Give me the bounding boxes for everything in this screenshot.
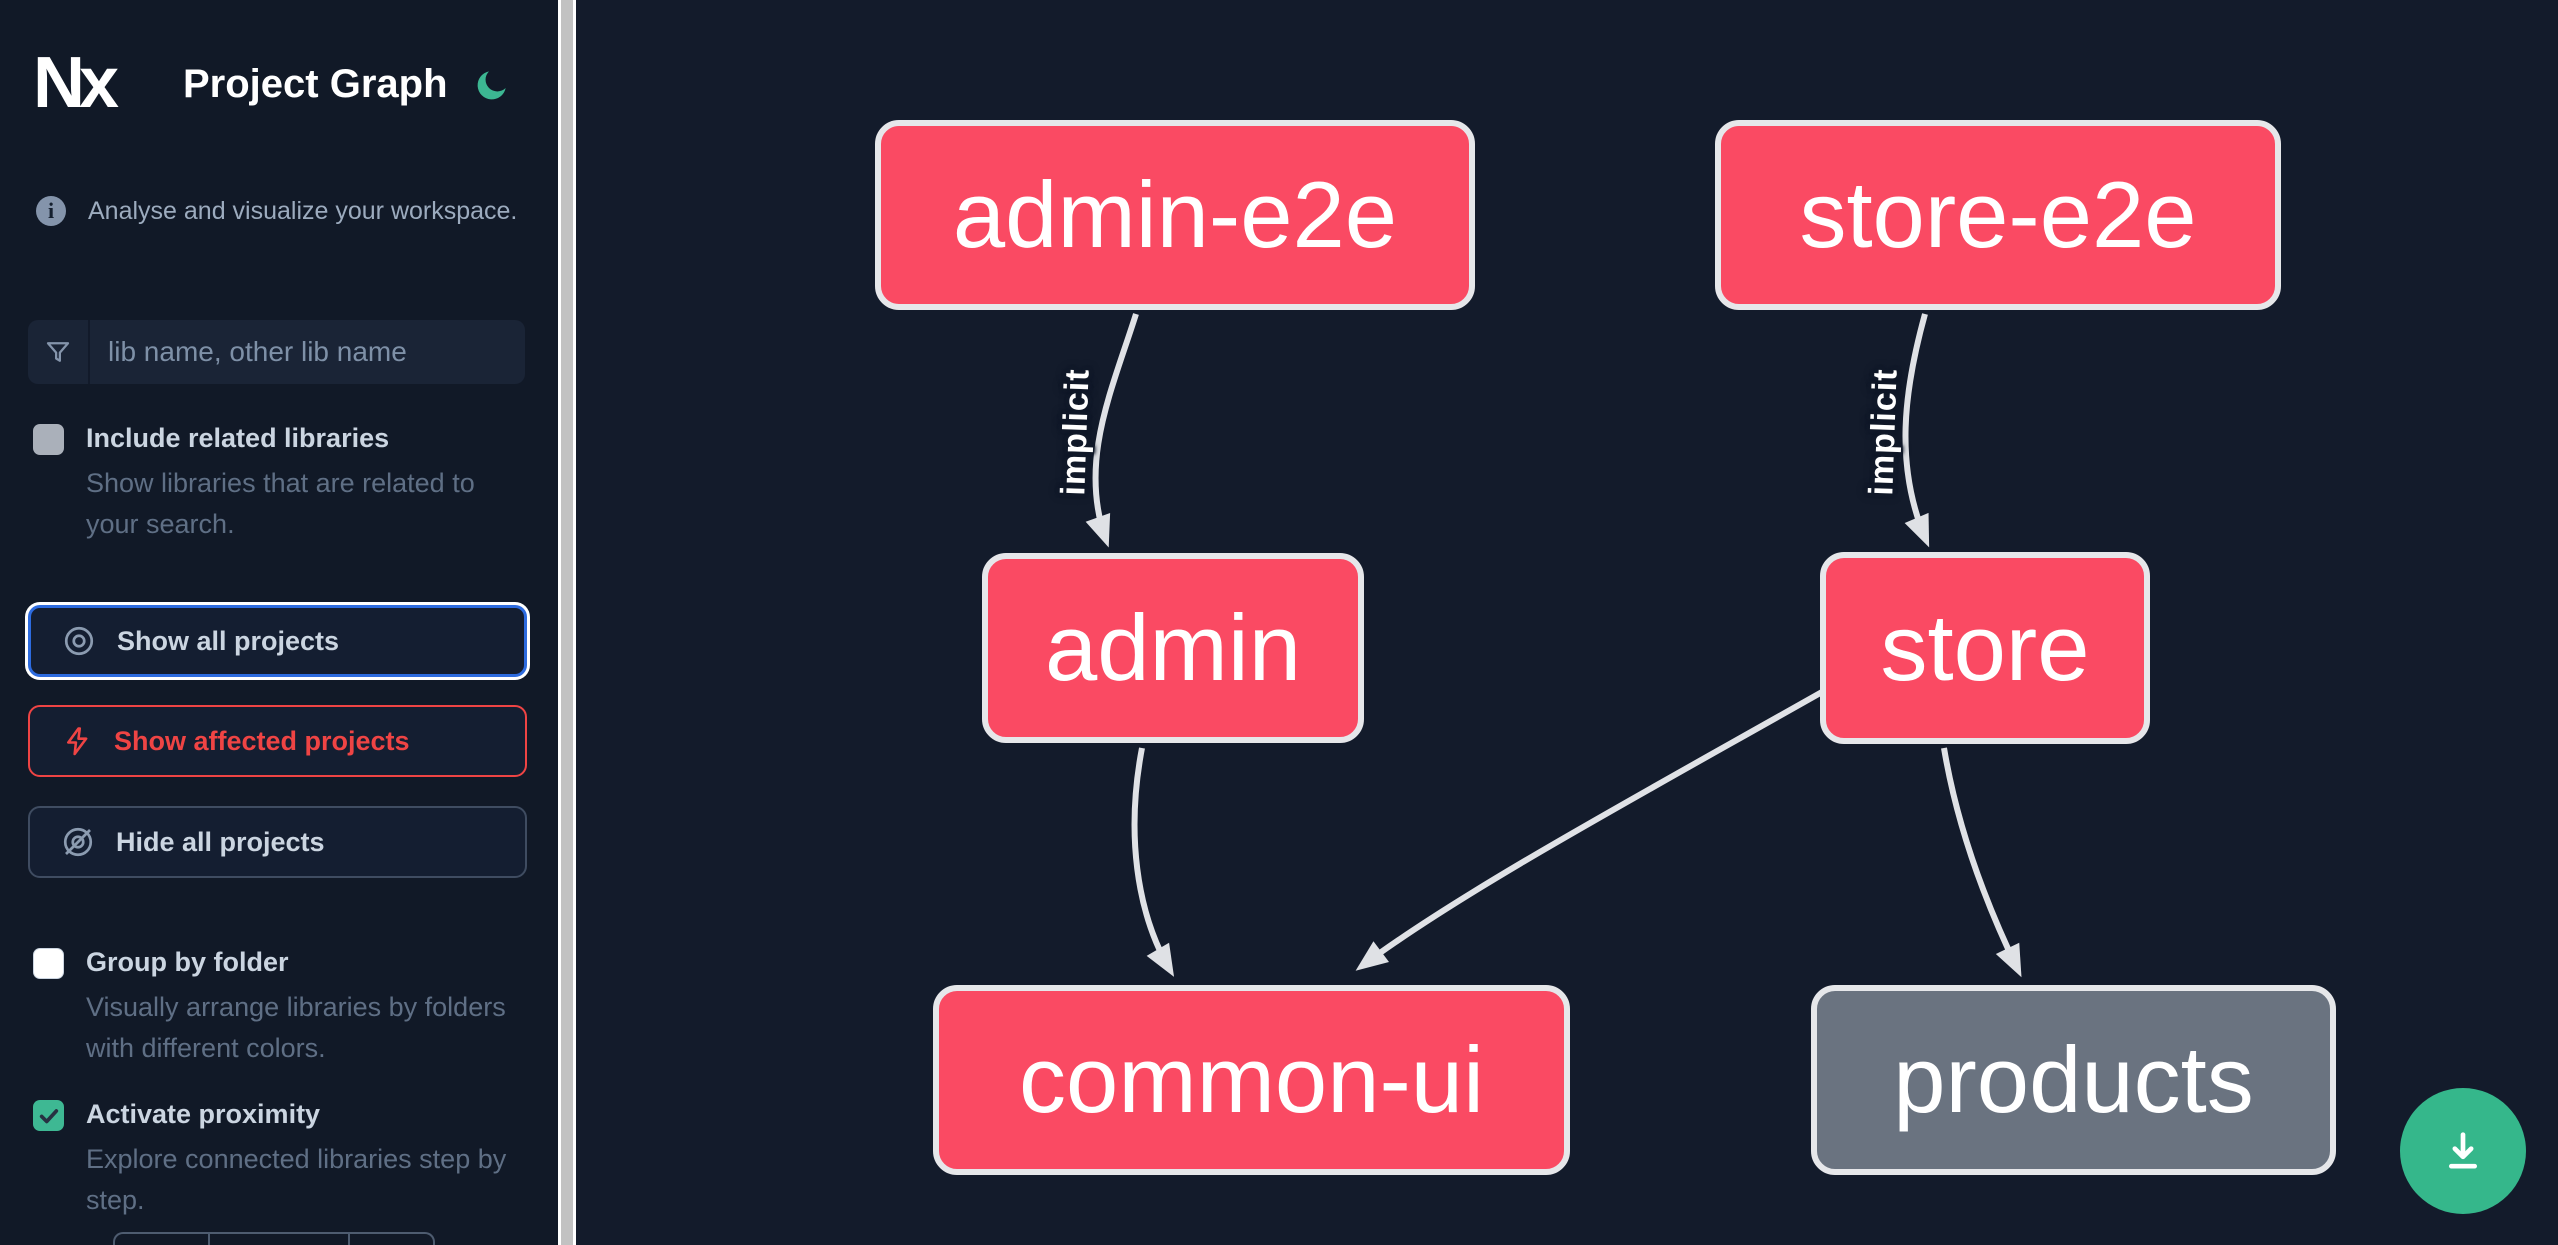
tagline-text: Analyse and visualize your workspace. — [88, 196, 518, 225]
tagline: i Analyse and visualize your workspace. — [36, 196, 517, 226]
edge-store-products — [1941, 747, 2022, 978]
graph-edges — [1085, 313, 2022, 978]
node-label: store-e2e — [1799, 162, 2197, 267]
filter-funnel-icon — [28, 320, 90, 384]
eye-icon — [64, 626, 94, 656]
node-label: admin — [1044, 595, 1302, 700]
edge-label-implicit: implicit — [1054, 367, 1097, 497]
show-affected-projects-button[interactable]: Show affected projects — [28, 705, 527, 777]
hide-all-projects-button[interactable]: Hide all projects — [28, 806, 527, 878]
activate-proximity-checkbox[interactable] — [33, 1100, 64, 1131]
option-activate-proximity: Activate proximity Explore connected lib… — [33, 1098, 533, 1221]
checkmark-icon — [39, 1108, 58, 1123]
node-label: admin-e2e — [952, 162, 1398, 267]
node-label: store — [1880, 595, 2090, 700]
sidebar: Nx Project Graph i Analyse and visualize… — [0, 0, 558, 1245]
proximity-depth-control[interactable] — [113, 1232, 435, 1245]
page-title: Project Graph — [183, 62, 448, 106]
node-admin-e2e[interactable]: admin-e2e — [875, 120, 1475, 310]
scrollbar-thumb[interactable] — [561, 0, 573, 1245]
download-icon — [2449, 1132, 2477, 1169]
divider — [348, 1234, 350, 1245]
show-affected-projects-label: Show affected projects — [114, 725, 410, 756]
theme-toggle-moon-icon[interactable] — [471, 66, 511, 106]
divider — [208, 1234, 210, 1245]
info-icon: i — [36, 196, 66, 226]
show-all-projects-button[interactable]: Show all projects — [28, 605, 527, 677]
sidebar-header: Nx Project Graph — [33, 40, 533, 130]
edge-store-e2e-store — [1902, 313, 1930, 548]
hide-all-projects-label: Hide all projects — [116, 826, 325, 857]
show-all-projects-label: Show all projects — [117, 625, 340, 656]
download-graph-button[interactable] — [2400, 1088, 2526, 1214]
node-store-e2e[interactable]: store-e2e — [1715, 120, 2281, 310]
edge-admin-common-ui — [1131, 747, 1175, 977]
search-box — [28, 320, 525, 384]
sidebar-scrollbar[interactable] — [558, 0, 576, 1245]
eye-off-icon — [63, 827, 93, 857]
search-input[interactable] — [90, 336, 525, 368]
group-by-folder-checkbox[interactable] — [33, 948, 64, 979]
include-related-description: Show libraries that are related to your … — [86, 468, 475, 539]
node-common-ui[interactable]: common-ui — [933, 985, 1570, 1175]
node-store[interactable]: store — [1820, 552, 2150, 744]
activate-proximity-description: Explore connected libraries step by step… — [86, 1144, 507, 1215]
include-related-label: Include related libraries — [86, 423, 390, 453]
node-products[interactable]: products — [1811, 985, 2336, 1175]
nx-logo: Nx — [33, 43, 119, 123]
node-admin[interactable]: admin — [982, 553, 1364, 743]
edge-admin-e2e-admin — [1085, 313, 1139, 548]
option-include-related: Include related libraries Show libraries… — [33, 422, 533, 545]
edge-store-common-ui — [1355, 689, 1824, 971]
node-label: products — [1893, 1027, 2254, 1132]
node-label: common-ui — [1019, 1027, 1484, 1132]
activate-proximity-label: Activate proximity — [86, 1099, 321, 1129]
group-by-folder-description: Visually arrange libraries by folders wi… — [86, 992, 506, 1063]
group-by-folder-label: Group by folder — [86, 947, 289, 977]
lightning-bolt-icon — [67, 727, 88, 756]
include-related-checkbox[interactable] — [33, 424, 64, 455]
graph-canvas[interactable]: implicit implicit admin-e2e store-e2e ad… — [576, 0, 2558, 1245]
option-group-by-folder: Group by folder Visually arrange librari… — [33, 946, 533, 1069]
edge-label-implicit: implicit — [1862, 367, 1905, 497]
